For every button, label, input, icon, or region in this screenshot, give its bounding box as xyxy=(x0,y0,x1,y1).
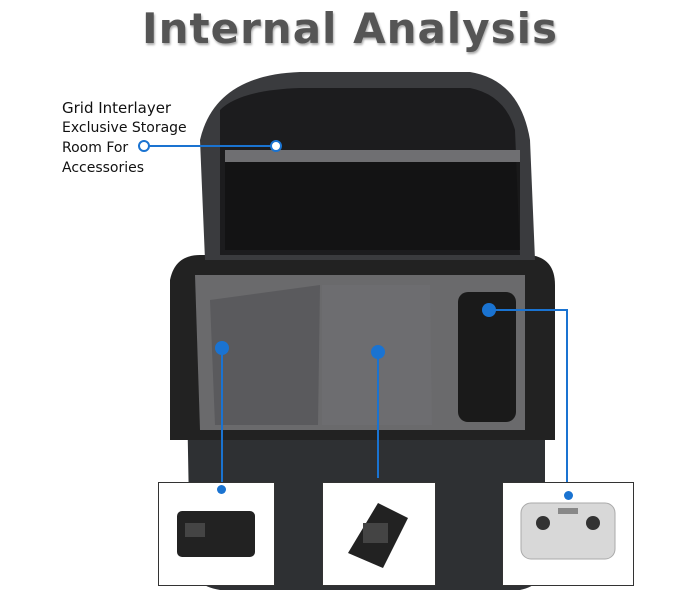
folded-drone-icon xyxy=(348,503,408,568)
page-title: Internal Analysis xyxy=(142,4,558,53)
drone-image-box xyxy=(322,482,436,586)
battery-icon xyxy=(177,511,255,557)
battery-image-box xyxy=(158,482,275,586)
grid-interlayer-callout: Grid Interlayer Exclusive Storage Room F… xyxy=(62,98,187,178)
remote-image-box xyxy=(502,482,634,586)
callout-line: Grid Interlayer xyxy=(62,99,172,117)
callout-line: Accessories xyxy=(62,160,145,176)
remote-controller-icon xyxy=(520,502,616,560)
callout-line: Exclusive Storage xyxy=(62,120,187,136)
callout-line: Room For xyxy=(62,140,129,156)
